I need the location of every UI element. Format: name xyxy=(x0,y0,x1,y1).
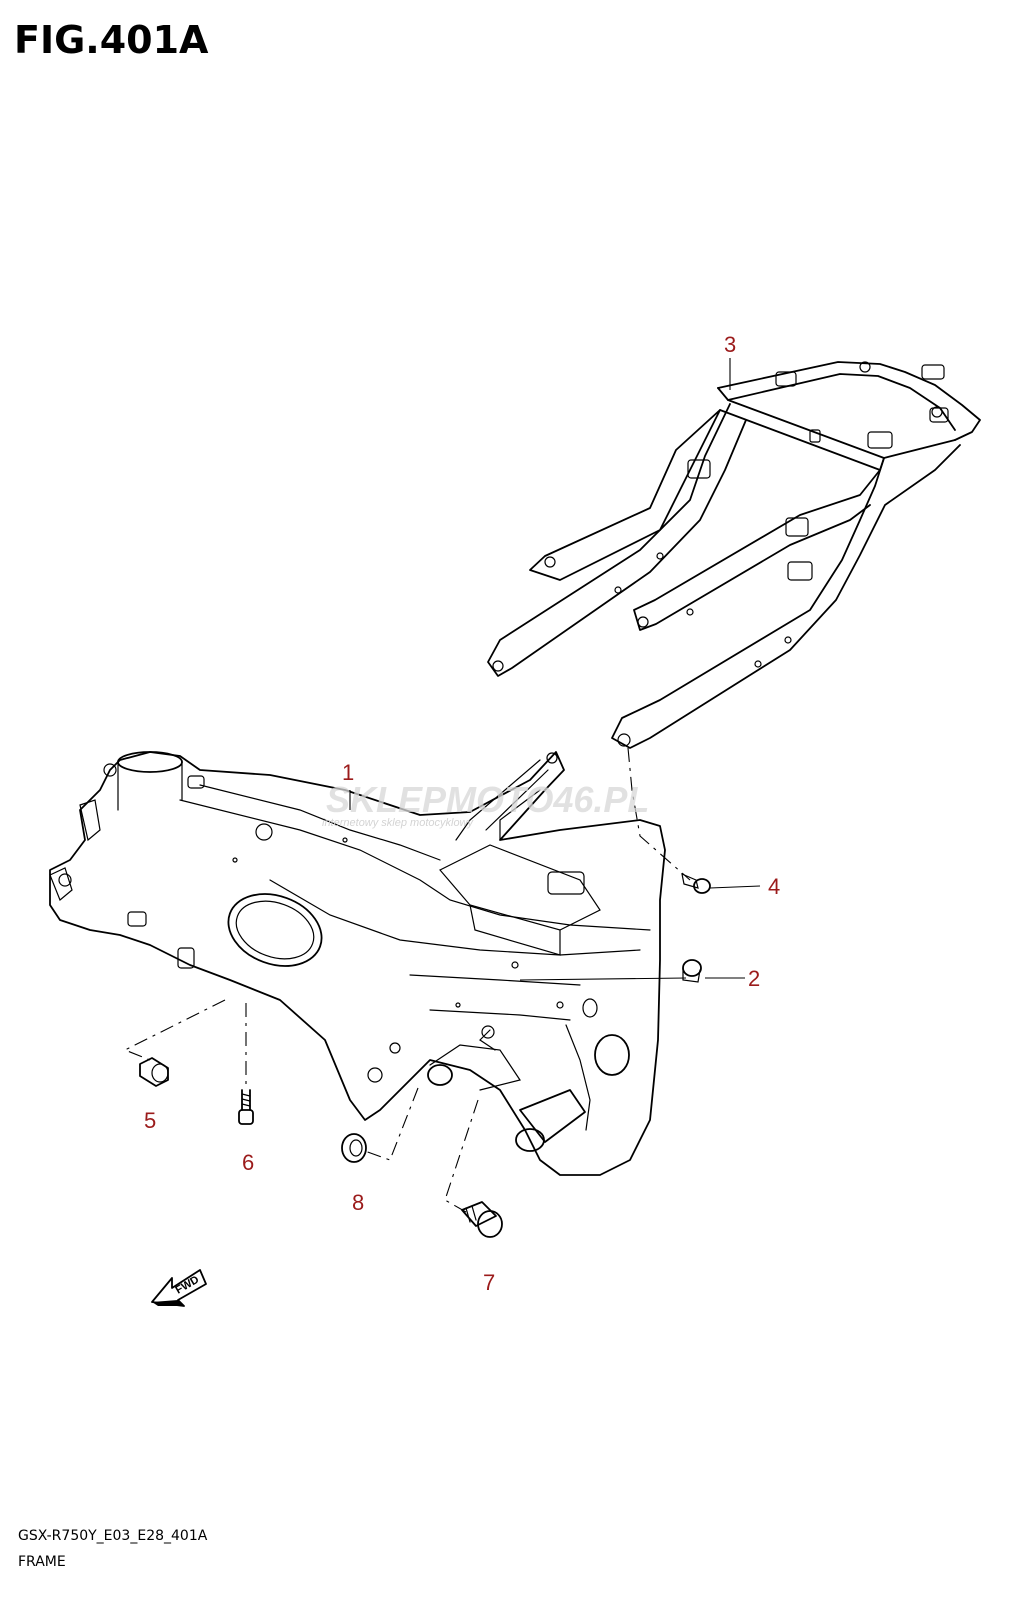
nut-part-8 xyxy=(341,1133,367,1163)
callout-3: 3 xyxy=(724,332,736,357)
callout-1: 1 xyxy=(342,760,354,785)
callout-7: 7 xyxy=(483,1270,495,1295)
main-frame xyxy=(49,751,666,1176)
leader-lines xyxy=(123,358,761,1213)
callout-8: 8 xyxy=(352,1190,364,1215)
bolt-part-6 xyxy=(238,1089,254,1125)
callout-6: 6 xyxy=(242,1150,254,1175)
seat-rail-subframe xyxy=(487,361,981,749)
watermark: SKLEPMOTO46.PL internetowy sklep motocyk… xyxy=(322,779,649,829)
bolt-part-4 xyxy=(681,872,711,894)
figure-title: FIG.401A xyxy=(14,18,209,62)
bolt-part-7 xyxy=(461,1201,503,1238)
fwd-label: FWD xyxy=(174,1274,202,1297)
figure-name: FRAME xyxy=(18,1554,66,1570)
figure-code: GSX-R750Y_E03_E28_401A xyxy=(18,1528,208,1544)
plug-part-2 xyxy=(682,959,702,983)
watermark-tagline: internetowy sklep motocyklowy xyxy=(322,817,475,829)
forward-arrow-icon: FWD xyxy=(151,1269,207,1307)
watermark-brand: SKLEPMOTO46.PL xyxy=(326,779,649,820)
callout-5: 5 xyxy=(144,1108,156,1133)
callout-labels: 1 2 3 4 5 6 7 8 xyxy=(144,332,780,1295)
callout-4: 4 xyxy=(768,874,780,899)
collar-part-5 xyxy=(139,1057,169,1087)
callout-2: 2 xyxy=(748,966,760,991)
